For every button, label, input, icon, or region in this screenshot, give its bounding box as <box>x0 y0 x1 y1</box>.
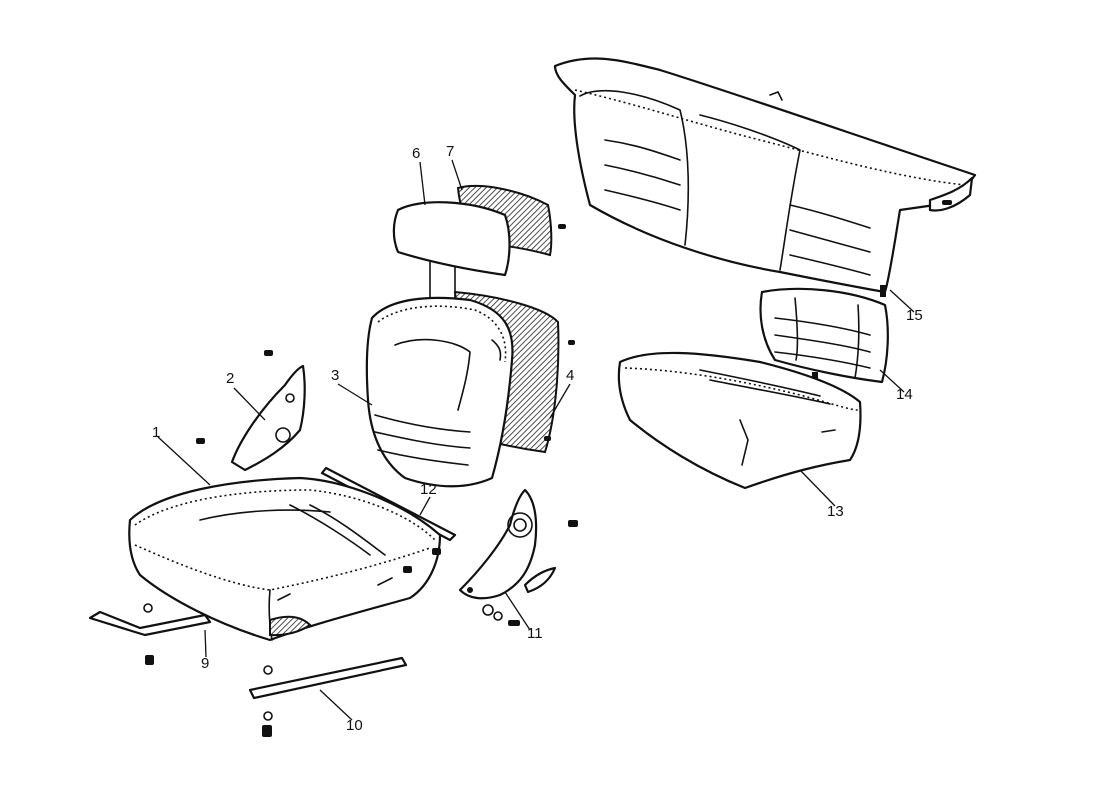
callout-14: 14 <box>896 386 913 403</box>
lower-rail-bar <box>248 656 408 737</box>
callout-7: 7 <box>446 143 454 160</box>
headrest <box>392 201 511 309</box>
lower-rail-left <box>88 603 212 665</box>
rear-seat-cushion-small <box>759 287 889 384</box>
callout-15: 15 <box>906 307 923 324</box>
callout-13: 13 <box>827 503 844 520</box>
recliner-mechanism <box>458 488 578 626</box>
callout-10: 10 <box>346 717 363 734</box>
callout-1: 1 <box>152 424 160 441</box>
callout-4: 4 <box>566 367 574 384</box>
front-seat-cushion <box>128 476 442 642</box>
callout-2: 2 <box>226 370 234 387</box>
callout-3: 3 <box>331 367 339 384</box>
callout-labels: 1 2 3 4 6 7 9 10 11 12 13 14 15 <box>152 143 923 734</box>
callout-11: 11 <box>527 625 543 642</box>
callout-9: 9 <box>201 655 209 672</box>
rear-backrest <box>553 57 977 297</box>
rear-seat-base <box>617 351 862 490</box>
callout-12: 12 <box>420 481 437 498</box>
recliner-bracket-left <box>196 350 306 472</box>
leader-lines <box>157 159 915 721</box>
backrest <box>365 296 514 488</box>
callout-6: 6 <box>412 145 420 162</box>
